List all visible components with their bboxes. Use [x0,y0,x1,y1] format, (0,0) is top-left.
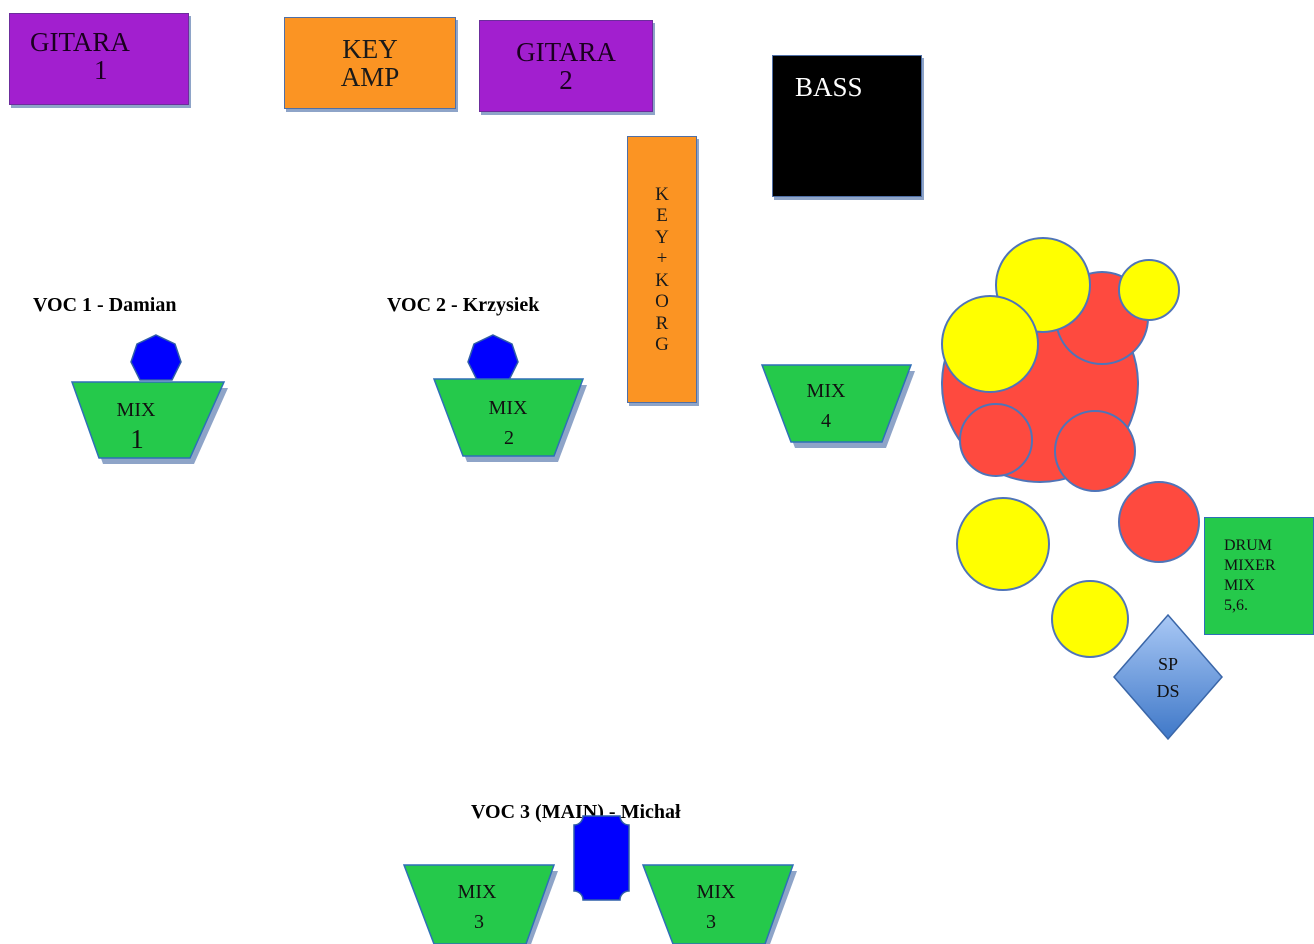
gitara-1-amp: GITARA 1 [9,13,189,105]
voc2-microphone-icon [467,334,519,381]
keyboard-key-korg: K E Y + K O R G [627,136,697,403]
gitara-1-number: 1 [94,55,108,86]
voc2-label: VOC 2 - Krzysiek [387,294,540,316]
key-amp-label-2: AMP [340,62,400,92]
floor-tom [1054,410,1136,492]
mix3-left-monitor: MIX 3 [402,864,558,944]
gitara-2-amp: GITARA 2 [479,20,653,112]
spds-label-1: SP [1158,654,1178,674]
mix3-right-monitor: MIX 3 [641,864,797,944]
gitara-2-label: GITARA [516,36,616,67]
keyboard-letter: E [656,205,668,226]
keyboard-letter: G [655,334,669,355]
mix4-monitor: MIX 4 [760,364,915,448]
key-amp: KEY AMP [284,17,456,109]
mix1-label: MIX [117,399,156,421]
mix2-monitor: MIX 2 [432,378,587,462]
cymbal [956,497,1050,591]
keyboard-letter: K [655,269,669,291]
hi-hat [1051,580,1129,658]
mix3-left-label: MIX [458,881,497,903]
drum-mixer-line: MIXER [1224,557,1276,574]
mix3-right-label: MIX [697,881,736,903]
bass-amp: BASS [772,55,922,197]
drum-mixer-line: MIX [1224,577,1256,594]
keyboard-letter: K [655,183,669,205]
voc1-label: VOC 1 - Damian [33,294,177,316]
gitara-2-number: 2 [559,65,573,95]
mix3-left-number: 3 [474,911,484,933]
mix2-label: MIX [489,397,528,419]
keyboard-letter: R [655,312,669,334]
spds-label-2: DS [1156,681,1179,701]
mix1-number: 1 [130,424,144,454]
snare-drum [1118,481,1200,563]
gitara-1-label: GITARA [30,27,130,57]
keyboard-letter: + [656,248,668,269]
bass-label: BASS [795,72,863,102]
mix1-monitor: MIX 1 [70,381,228,464]
drum-mixer: DRUM MIXER MIX 5,6. [1204,517,1314,635]
cymbal [941,295,1039,393]
key-amp-label-1: KEY [342,33,398,64]
drum-kit [941,237,1200,658]
mix2-number: 2 [504,427,514,449]
mix4-label: MIX [807,380,846,402]
cymbal [1118,259,1180,321]
floor-tom [959,403,1033,477]
voc1-microphone-icon [130,334,182,381]
voc3-label: VOC 3 (MAIN) - Michał [471,801,681,823]
voc3-microphone-icon [573,815,630,901]
keyboard-letter: O [655,291,669,312]
drum-mixer-line: DRUM [1224,537,1273,554]
mix3-right-number: 3 [706,911,716,933]
spds-pad: SP DS [1113,613,1223,741]
drum-mixer-line: 5,6. [1224,597,1248,614]
keyboard-letter: Y [655,226,669,248]
mix4-number: 4 [821,410,831,432]
